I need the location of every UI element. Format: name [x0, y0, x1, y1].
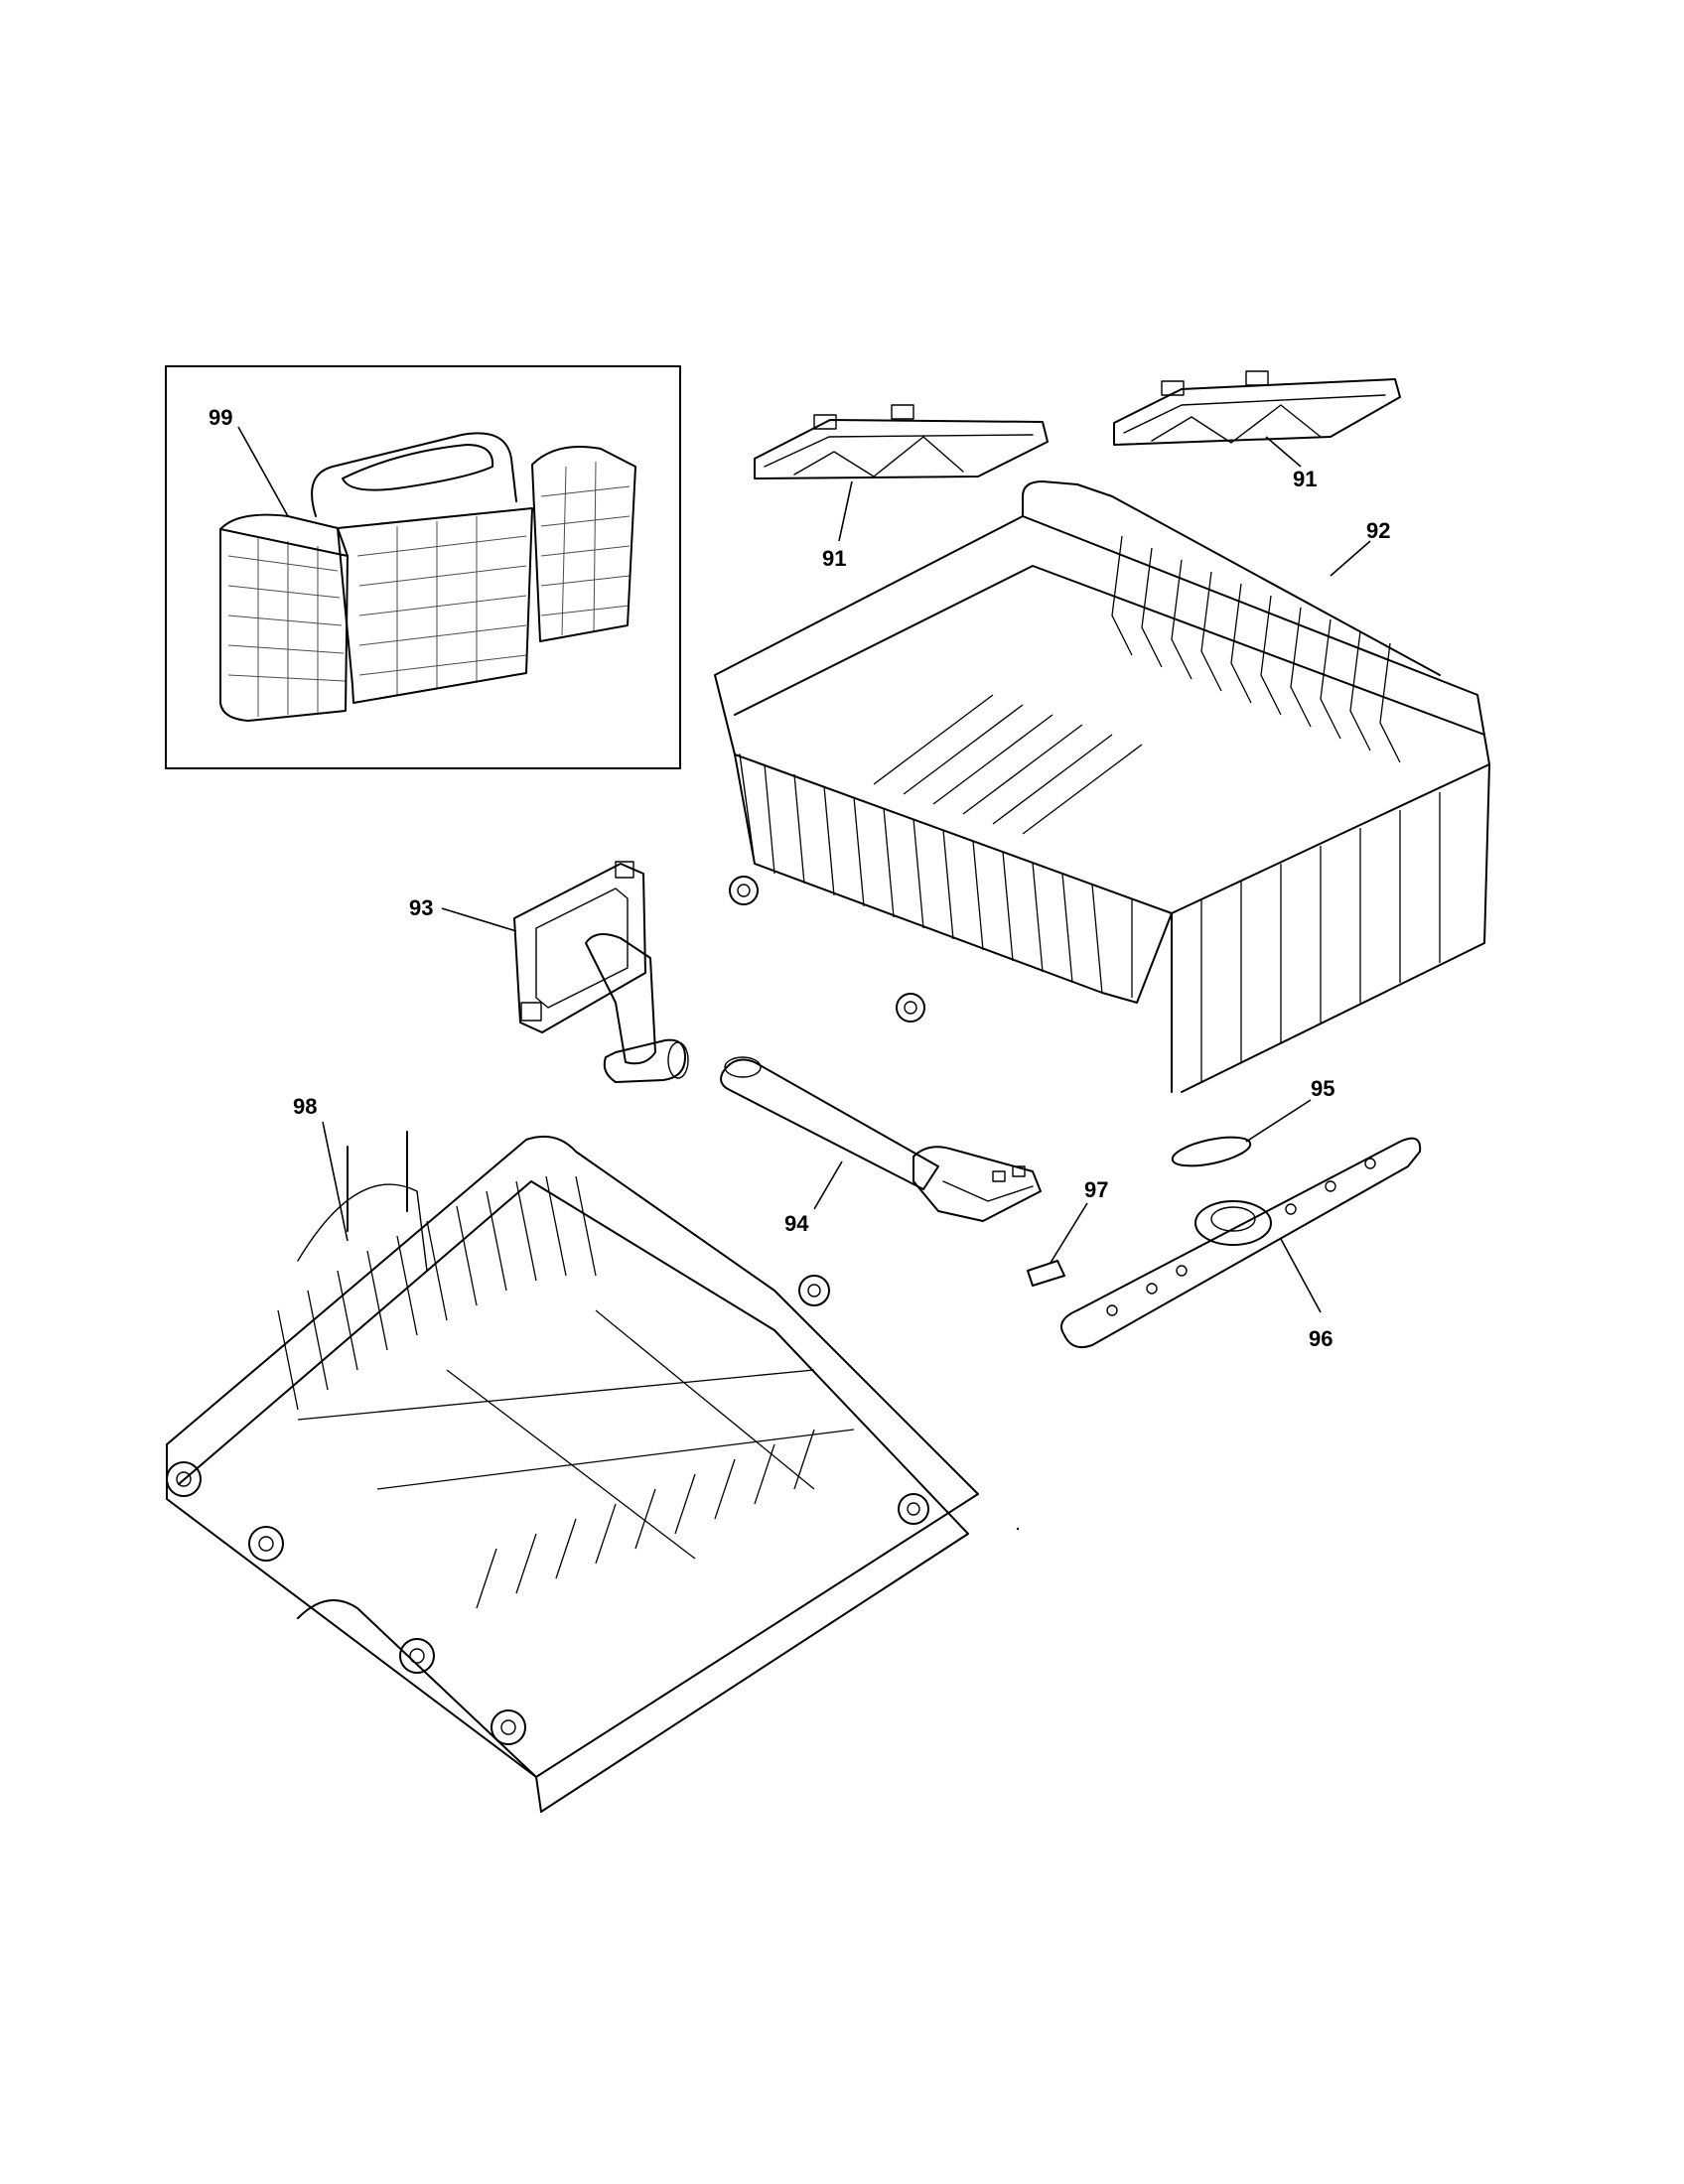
upper-spray-arm: [1060, 1137, 1422, 1348]
silverware-basket: [219, 432, 636, 722]
spray-feed-tube: [720, 1056, 1042, 1222]
callout-96: 96: [1309, 1326, 1333, 1351]
leader-95: [1245, 1099, 1312, 1143]
leader-98: [322, 1121, 349, 1242]
spray-arm-seal: [1171, 1136, 1252, 1167]
callout-97: 97: [1084, 1177, 1108, 1202]
callout-94: 94: [784, 1211, 809, 1236]
leader-92: [1330, 540, 1371, 577]
leader-91b: [1265, 436, 1302, 468]
leader-97: [1050, 1202, 1088, 1264]
lower-rack: [166, 1131, 979, 1813]
leader-94: [813, 1160, 843, 1210]
retaining-clip: [1027, 1260, 1065, 1287]
leader-99: [237, 426, 289, 517]
callout-95: 95: [1311, 1076, 1334, 1101]
cup-shelf-right: [1113, 370, 1401, 446]
water-manifold: [513, 861, 689, 1083]
silverware-basket-inset: 99: [165, 365, 681, 769]
leader-91a: [838, 480, 853, 542]
callout-99: 99: [209, 405, 232, 430]
leader-93: [441, 907, 517, 932]
lower-rack-wheels: [166, 1275, 929, 1745]
callout-91b: 91: [1293, 467, 1317, 491]
callout-98: 98: [293, 1094, 317, 1119]
callout-93: 93: [409, 895, 433, 920]
callout-92: 92: [1366, 518, 1390, 543]
upper-rack: [714, 480, 1490, 1093]
callout-91a: 91: [822, 546, 846, 571]
leader-96: [1280, 1238, 1322, 1313]
cup-shelf-left: [754, 404, 1049, 479]
